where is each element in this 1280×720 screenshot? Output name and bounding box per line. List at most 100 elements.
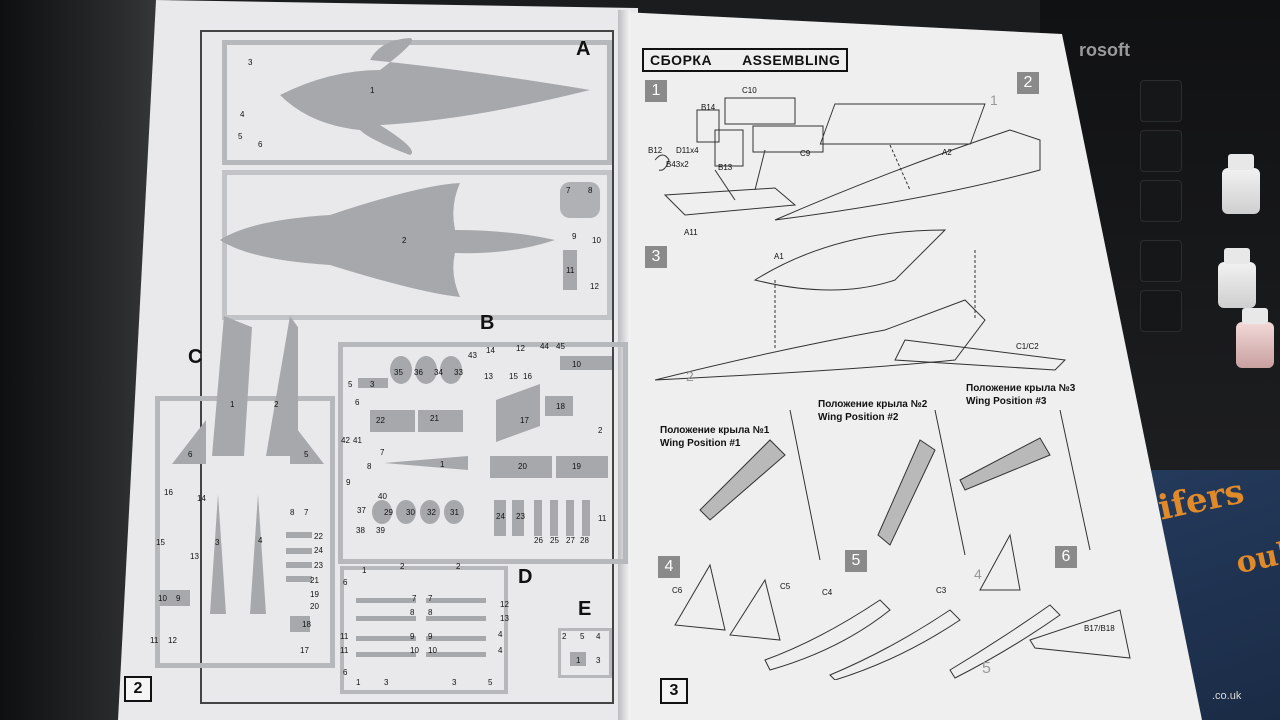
part-shape — [560, 182, 600, 218]
assembly-title: СБОРКА ASSEMBLING — [642, 48, 849, 72]
paint-jar — [1222, 154, 1260, 214]
part-shape — [290, 616, 310, 632]
step-6-badge: 6 — [1055, 546, 1077, 568]
part-number: 17 — [520, 416, 529, 425]
part-shape — [286, 576, 312, 582]
page-number-left: 2 — [124, 676, 152, 702]
part-number: 32 — [427, 508, 436, 517]
sprue-label-d: D — [518, 566, 533, 588]
part-number: 6 — [355, 398, 360, 407]
part-number: 18 — [302, 620, 311, 629]
part-number: 6 — [343, 668, 348, 677]
part-number: 9 — [572, 232, 577, 241]
wing-position-3-caption: Положение крыла №3 Wing Position #3 — [966, 382, 1075, 408]
part-number: 10 — [592, 236, 601, 245]
part-number: 20 — [310, 602, 319, 611]
part-shape — [570, 652, 586, 666]
part-shape — [566, 500, 574, 536]
part-number: 5 — [488, 678, 493, 687]
callout-c9: C9 — [800, 149, 811, 158]
part-number: 1 — [370, 86, 375, 95]
sprue-e-runner — [558, 628, 612, 678]
part-shape — [426, 652, 486, 657]
part-shape — [160, 590, 190, 606]
part-shape — [556, 456, 608, 478]
step-1-badge: 1 — [645, 80, 667, 102]
part-shape — [444, 500, 464, 524]
step-2-fuselage-drawing — [774, 103, 1041, 221]
wing-position-2-caption: Положение крыла №2 Wing Position #2 — [818, 398, 927, 424]
sprue-label-b: B — [480, 312, 495, 334]
part-number: 18 — [556, 402, 565, 411]
part-shape — [358, 378, 388, 388]
part-number: 5 — [348, 380, 353, 389]
part-shape — [356, 652, 416, 657]
part-shape — [420, 500, 440, 524]
part-number: 8 — [588, 186, 593, 195]
part-shape — [370, 410, 415, 432]
keyboard-key — [1140, 240, 1182, 282]
title-english: ASSEMBLING — [742, 52, 841, 68]
part-shape — [426, 616, 486, 621]
part-number: 12 — [516, 344, 525, 353]
step-2-badge: 2 — [1017, 72, 1039, 94]
part-shape — [512, 500, 524, 536]
part-shape — [494, 500, 506, 536]
callout-b43: B43x2 — [666, 160, 689, 169]
part-number: 15 — [509, 372, 518, 381]
book-url: .co.uk — [1212, 690, 1242, 702]
part-number: 39 — [376, 526, 385, 535]
part-number: 2 — [598, 426, 603, 435]
wing-position-2-ru: Положение крыла №2 — [818, 399, 928, 410]
part-number: 9 — [176, 594, 181, 603]
part-number: 41 — [353, 436, 362, 445]
paint-jar — [1218, 248, 1256, 308]
part-shape — [534, 500, 542, 536]
callout-d11: D11x4 — [676, 146, 699, 155]
part-number: 24 — [496, 512, 505, 521]
part-number: 38 — [356, 526, 365, 535]
part-number: 37 — [357, 506, 366, 515]
part-number: 22 — [376, 416, 385, 425]
part-number: 19 — [572, 462, 581, 471]
part-number: 21 — [310, 576, 319, 585]
part-number: 30 — [406, 508, 415, 517]
wing-position-1-ru: Положение крыла №1 — [660, 425, 770, 436]
part-number: 33 — [454, 368, 463, 377]
part-number: 7 — [304, 508, 309, 517]
keyboard-key — [1140, 80, 1182, 122]
part-shape — [396, 500, 416, 524]
callout-step3-2: 2 — [686, 368, 694, 384]
sprue-a-runner-lower — [222, 170, 612, 320]
part-number: 40 — [378, 492, 387, 501]
part-number: 16 — [523, 372, 532, 381]
part-shape — [560, 356, 612, 370]
part-number: 23 — [516, 512, 525, 521]
part-number: 27 — [566, 536, 575, 545]
part-number: 4 — [596, 632, 601, 641]
part-number: 20 — [518, 462, 527, 471]
part-number: 11 — [150, 636, 159, 645]
part-shape — [356, 636, 416, 641]
part-number: 26 — [534, 536, 543, 545]
part-number: 1 — [230, 400, 235, 409]
part-number: 14 — [197, 494, 206, 503]
step-4-badge: 4 — [658, 556, 680, 578]
callout-c5: C5 — [780, 582, 791, 591]
part-number: 16 — [164, 488, 173, 497]
callout-b13: B13 — [718, 163, 733, 172]
step-3-badge: 3 — [645, 246, 667, 268]
callout-a1: A1 — [774, 252, 784, 261]
part-number: 1 — [440, 460, 445, 469]
part-shape — [356, 616, 416, 621]
part-number: 11 — [598, 514, 607, 523]
part-number: 8 — [290, 508, 295, 517]
keyboard-brand-label: rosoft — [1079, 40, 1130, 60]
sprue-a-fuselage-upper — [280, 38, 590, 155]
title-russian: СБОРКА — [650, 52, 713, 68]
part-number: 13 — [190, 552, 199, 561]
part-number: 12 — [168, 636, 177, 645]
part-number: 9 — [428, 632, 433, 641]
callout-a2: A2 — [942, 148, 952, 157]
part-number: 29 — [384, 508, 393, 517]
